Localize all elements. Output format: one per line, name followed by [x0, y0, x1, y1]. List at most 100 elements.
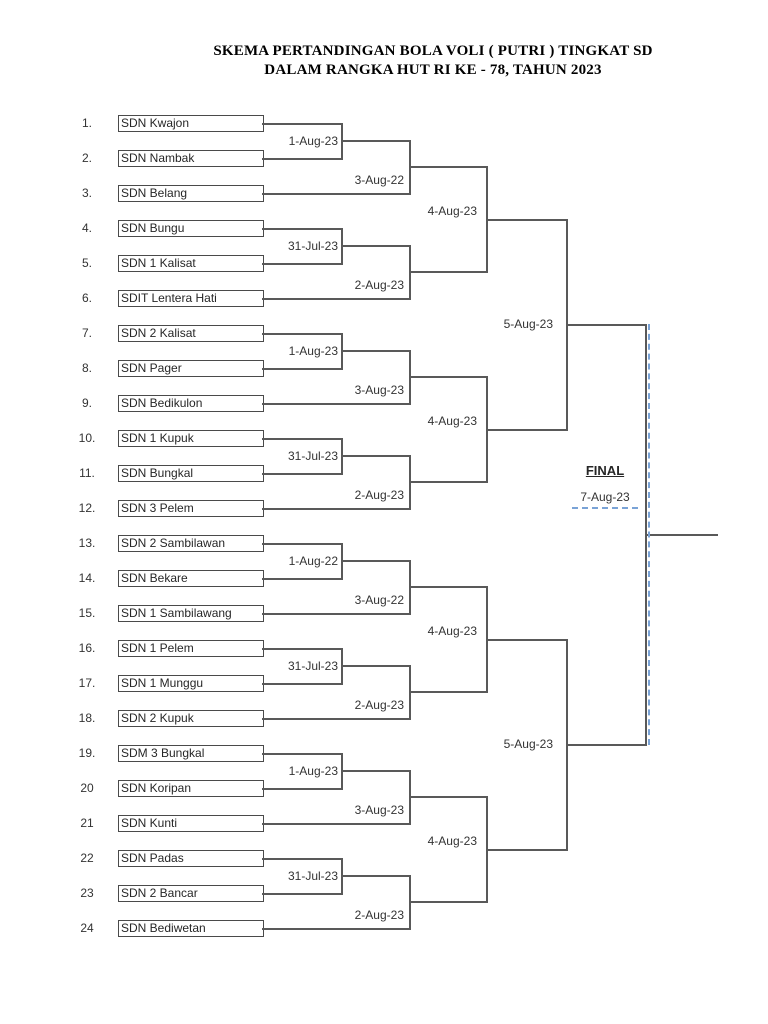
team-box: SDN Bedikulon [118, 395, 264, 412]
team-box: SDN Koripan [118, 780, 264, 797]
final-date-label: 7-Aug-23 [580, 490, 630, 504]
bracket-line [262, 577, 342, 580]
team-number: 10. [78, 431, 96, 445]
bracket-line [487, 428, 567, 431]
team-box: SDN 2 Kupuk [118, 710, 264, 727]
match-date-label: 1-Aug-23 [288, 134, 338, 148]
team-number: 24 [80, 921, 94, 935]
bracket-line [262, 682, 342, 685]
bracket-line [342, 560, 410, 562]
bracket-line [487, 848, 567, 851]
team-number: 1. [81, 116, 92, 130]
team-number: 7. [81, 326, 92, 340]
quarterfinal-date-label: 4-Aug-23 [427, 413, 477, 428]
team-box: SDN Belang [118, 185, 264, 202]
team-box: SDN Nambak [118, 150, 264, 167]
match-date-label: 31-Jul-23 [287, 659, 338, 673]
page-title-line1: SKEMA PERTANDINGAN BOLA VOLI ( PUTRI ) T… [213, 43, 653, 59]
page-title-line2: DALAM RANGKA HUT RI KE - 78, TAHUN 2023 [264, 62, 602, 78]
match-date-label: 1-Aug-23 [288, 764, 338, 778]
team-number: 2. [81, 151, 92, 165]
match-date-label: 31-Jul-23 [287, 239, 338, 253]
bracket-line [262, 402, 410, 405]
bracket-line [410, 376, 487, 379]
team-number: 8. [81, 361, 92, 375]
bracket-line [262, 507, 410, 510]
team-box: SDN 1 Sambilawang [118, 605, 264, 622]
team-number: 19. [78, 746, 96, 760]
team-number: 23 [80, 886, 94, 900]
bracket-line [342, 140, 410, 142]
bracket-line [342, 350, 410, 352]
quarterfinal-date-label: 4-Aug-23 [427, 203, 477, 218]
bracket-line [262, 752, 342, 755]
team-number: 11. [79, 466, 95, 480]
team-box: SDN Bungu [118, 220, 264, 237]
bracket-line [410, 271, 487, 274]
bracket-line [410, 691, 487, 694]
team-box: SDM 3 Bungkal [118, 745, 264, 762]
bracket-line [567, 743, 646, 746]
bracket-line [487, 638, 567, 641]
bracket-line [410, 481, 487, 484]
page-break-line-horizontal [572, 507, 638, 509]
bracket-line [262, 227, 342, 230]
match-date-label: 1-Aug-23 [288, 344, 338, 358]
bracket-line [262, 437, 342, 440]
team-number: 17. [78, 676, 96, 690]
bracket-line [342, 770, 410, 772]
bracket-line [262, 612, 410, 615]
team-box: SDN Kwajon [118, 115, 264, 132]
bracket-line [262, 192, 410, 195]
bracket-line [262, 262, 342, 265]
team-number: 5. [81, 256, 92, 270]
bracket-line [410, 166, 487, 169]
team-number: 6. [81, 291, 92, 305]
bracket-line [342, 665, 410, 667]
team-number: 21 [80, 816, 94, 830]
semifinal-date-label: 5-Aug-23 [503, 737, 553, 751]
team-box: SDN Bediwetan [118, 920, 264, 937]
team-box: SDIT Lentera Hati [118, 290, 264, 307]
bracket-line [342, 455, 410, 457]
bracket-line [410, 901, 487, 904]
team-number: 13. [78, 536, 96, 550]
team-box: SDN 1 Kalisat [118, 255, 264, 272]
bracket-line [262, 297, 410, 300]
team-number: 18. [78, 711, 96, 725]
bracket-line [262, 332, 342, 335]
match-date-label: 31-Jul-23 [287, 449, 338, 463]
team-number: 14. [78, 571, 96, 585]
team-box: SDN 2 Bancar [118, 885, 264, 902]
team-box: SDN 1 Kupuk [118, 430, 264, 447]
bracket-line [262, 892, 342, 895]
bracket-line [262, 472, 342, 475]
bracket-line [487, 218, 567, 221]
team-box: SDN 1 Pelem [118, 640, 264, 657]
quarterfinal-date-label: 4-Aug-23 [427, 833, 477, 848]
match-date-label: 31-Jul-23 [287, 869, 338, 883]
team-number: 12. [78, 501, 96, 515]
bracket-line [410, 796, 487, 799]
match-date-label: 3-Aug-22 [354, 593, 404, 608]
page-title: SKEMA PERTANDINGAN BOLA VOLI ( PUTRI ) T… [98, 42, 768, 80]
bracket-line [262, 857, 342, 860]
match-date-label: 3-Aug-22 [354, 173, 404, 188]
team-box: SDN 2 Kalisat [118, 325, 264, 342]
team-number: 4. [81, 221, 92, 235]
team-box: SDN Bekare [118, 570, 264, 587]
bracket-line [262, 157, 342, 160]
bracket-line [262, 542, 342, 545]
team-box: SDN Kunti [118, 815, 264, 832]
bracket-line [342, 875, 410, 877]
bracket-line [262, 647, 342, 650]
team-number: 9. [81, 396, 92, 410]
bracket-line [262, 717, 410, 720]
team-number: 3. [81, 186, 92, 200]
match-date-label: 3-Aug-23 [354, 803, 404, 818]
bracket-line [262, 787, 342, 790]
bracket-line [567, 323, 646, 326]
bracket-line [342, 245, 410, 247]
quarterfinal-date-label: 4-Aug-23 [427, 623, 477, 638]
